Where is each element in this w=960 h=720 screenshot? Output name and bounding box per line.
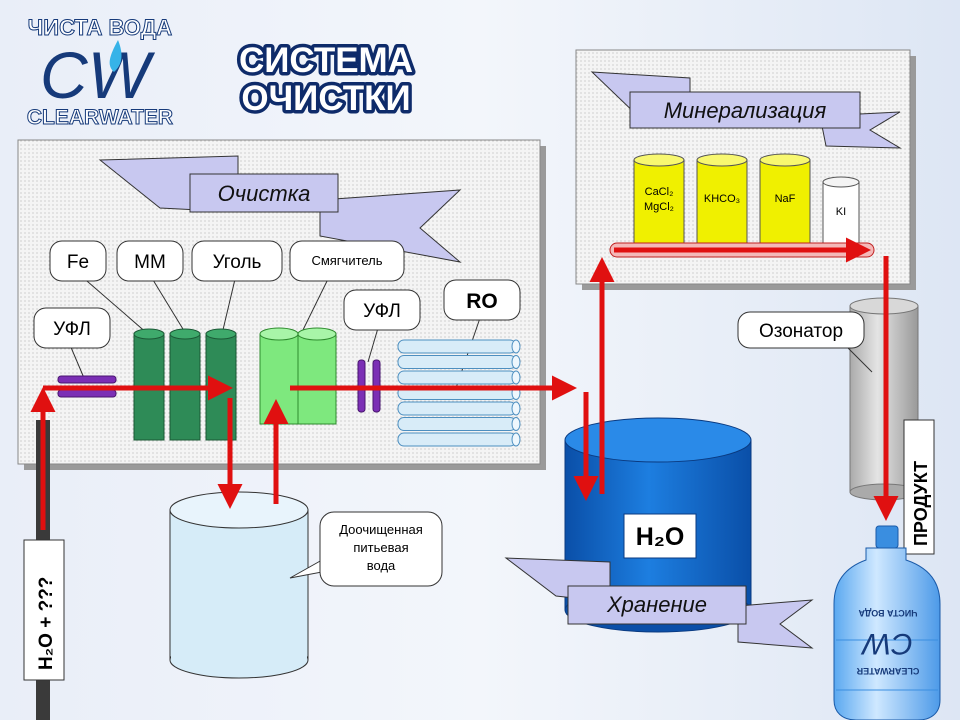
ro-membrane-tube-end [511,417,521,431]
title-line-2: ОЧИСТКИ [241,79,410,118]
svg-text:вода: вода [367,558,396,573]
callout-softener: Смягчитель [289,240,405,337]
svg-text:CaCl₂: CaCl₂ [645,186,674,198]
svg-text:H₂O: H₂O [636,523,685,551]
svg-text:Fe: Fe [67,252,89,273]
water-bottle: CLEARWATER CW ЧИСТА ВОДА [833,525,941,720]
logo-monogram: CW [40,38,156,112]
bottle-brand-bottom: CLEARWATER [856,666,919,676]
callout-mm: ММ [116,240,187,335]
callout-coal: Уголь [191,240,283,335]
mineral-can-naf: NaF [759,153,811,245]
title-line-1: СИСТЕМА [239,41,413,80]
callout-ufl-right: УФЛ [343,289,421,363]
svg-text:Доочищенная: Доочищенная [339,522,423,537]
ro-membrane-tube [397,432,517,447]
storage-h2o-label: H₂O [623,513,697,559]
svg-text:KI: KI [836,206,846,218]
mineral-can-ki: KI [822,176,860,245]
ro-membrane-tube-end [511,355,521,369]
svg-text:H₂O + ???: H₂O + ??? [36,577,57,670]
filter-fe [133,328,165,441]
ro-membrane-tube [397,339,517,354]
uv-lamp-left [57,375,117,398]
ro-membrane-tube-end [511,370,521,385]
svg-text:MgCl₂: MgCl₂ [644,201,674,213]
svg-text:Уголь: Уголь [213,252,262,273]
svg-text:KHCO₃: KHCO₃ [704,193,740,205]
callout-ozonator: Озонатор [737,311,873,373]
water-drop-icon [109,40,122,72]
bottle-monogram: CW [860,627,913,660]
ro-membrane-tube [397,355,517,369]
clearwater-logo: ЧИСТА ВОДА CW CLEARWATER [26,15,173,130]
callout-drinking-water: Доочищенная питьевая вода [289,511,443,587]
svg-text:ПРОДУКТ: ПРОДУКТ [911,461,931,546]
ro-membrane-tube-end [511,432,521,447]
mineral-can-cacl2-mgcl2: CaCl₂ MgCl₂ [633,153,685,245]
page-title: СИСТЕМА СИСТЕМА ОЧИСТКИ ОЧИСТКИ [236,38,417,122]
svg-text:Смягчитель: Смягчитель [311,253,382,268]
svg-text:УФЛ: УФЛ [363,301,401,322]
svg-text:RO: RO [466,290,498,313]
input-label: H₂O + ??? [23,539,65,681]
callout-ro: RO [443,279,521,389]
purification-ribbon: Очистка [98,155,462,263]
product-label: ПРОДУКТ [903,419,935,555]
svg-text:СИСТЕМА: СИСТЕМА [239,41,413,80]
svg-text:УФЛ: УФЛ [53,319,91,340]
svg-text:Озонатор: Озонатор [759,321,843,342]
ro-membrane-tube-end [511,339,521,354]
ro-membrane-tube [397,401,517,416]
drinking-water-tank [169,491,309,679]
logo-top-text: ЧИСТА ВОДА [28,15,172,40]
callout-ufl-left: УФЛ [33,307,111,379]
mineralization-ribbon: Минерализация [590,71,902,149]
mineralization-ribbon-label: Минерализация [664,98,827,123]
svg-text:питьевая: питьевая [353,540,408,555]
storage-ribbon-label: Хранение [606,592,707,617]
flow-arrows [30,237,899,530]
filter-mm [169,328,201,441]
purification-ribbon-label: Очистка [218,181,311,206]
filter-softener [259,327,337,425]
svg-text:ОЧИСТКИ: ОЧИСТКИ [241,79,410,118]
storage-ribbon: Хранение [504,557,814,649]
ro-membrane-tube [397,417,517,431]
logo-bottom-text: CLEARWATER [27,106,173,129]
ro-membranes [397,339,521,447]
ro-membrane-tube-end [511,401,521,416]
svg-text:ММ: ММ [134,252,166,273]
ro-membrane-tube [397,370,517,385]
mineral-can-khco3: KHCO₃ [696,153,748,245]
callout-fe: Fe [49,240,149,335]
svg-text:NaF: NaF [775,193,796,205]
bottle-brand-top: ЧИСТА ВОДА [858,608,918,618]
